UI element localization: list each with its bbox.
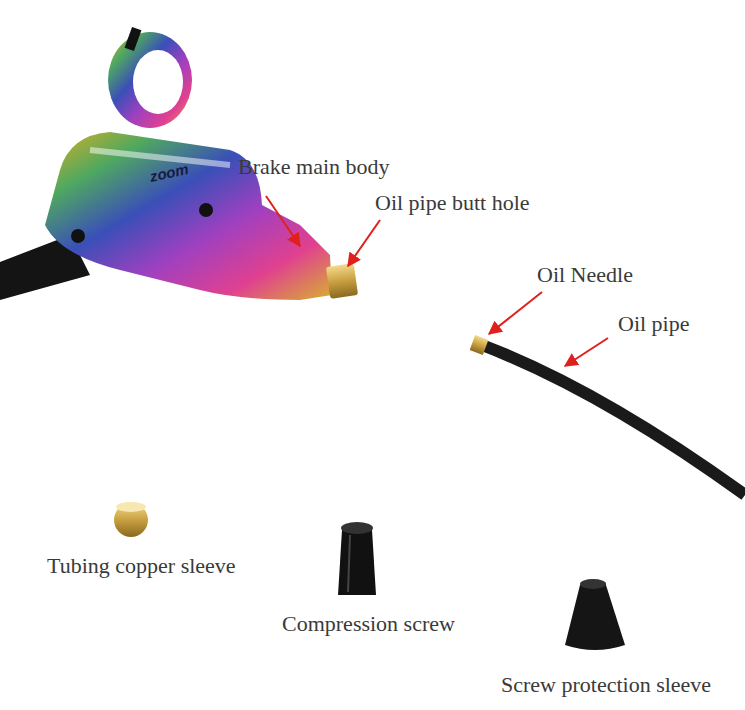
part-label: Oil pipe (618, 311, 690, 337)
part-label: Oil pipe butt hole (375, 190, 530, 216)
oil-needle (470, 335, 489, 355)
handlebar-clamp (108, 32, 192, 128)
part-label: Screw protection sleeve (501, 672, 711, 698)
reservoir-screw (199, 203, 213, 217)
screw-top (341, 522, 373, 534)
part-label: Compression screw (282, 611, 455, 637)
pivot-bolt (71, 229, 85, 243)
part-label: Tubing copper sleeve (47, 553, 236, 579)
copper-sleeve (114, 503, 148, 537)
leader-arrow (489, 292, 542, 334)
hex-edge (348, 535, 350, 592)
clamp-bolt (125, 27, 142, 51)
compression-screw (338, 530, 376, 595)
sleeve-hole (580, 579, 606, 589)
leader-arrow (565, 338, 608, 366)
leader-arrow (266, 196, 300, 246)
oil-pipe-butt-hole (326, 263, 358, 299)
screw-protection-sleeve (565, 582, 625, 650)
leader-arrow (348, 220, 380, 266)
part-label: Oil Needle (537, 262, 633, 288)
oil-pipe (482, 345, 745, 495)
body-highlight (90, 150, 230, 165)
clamp-opening (133, 50, 183, 114)
sleeve-top (116, 502, 146, 512)
part-label: Brake main body (238, 154, 390, 180)
